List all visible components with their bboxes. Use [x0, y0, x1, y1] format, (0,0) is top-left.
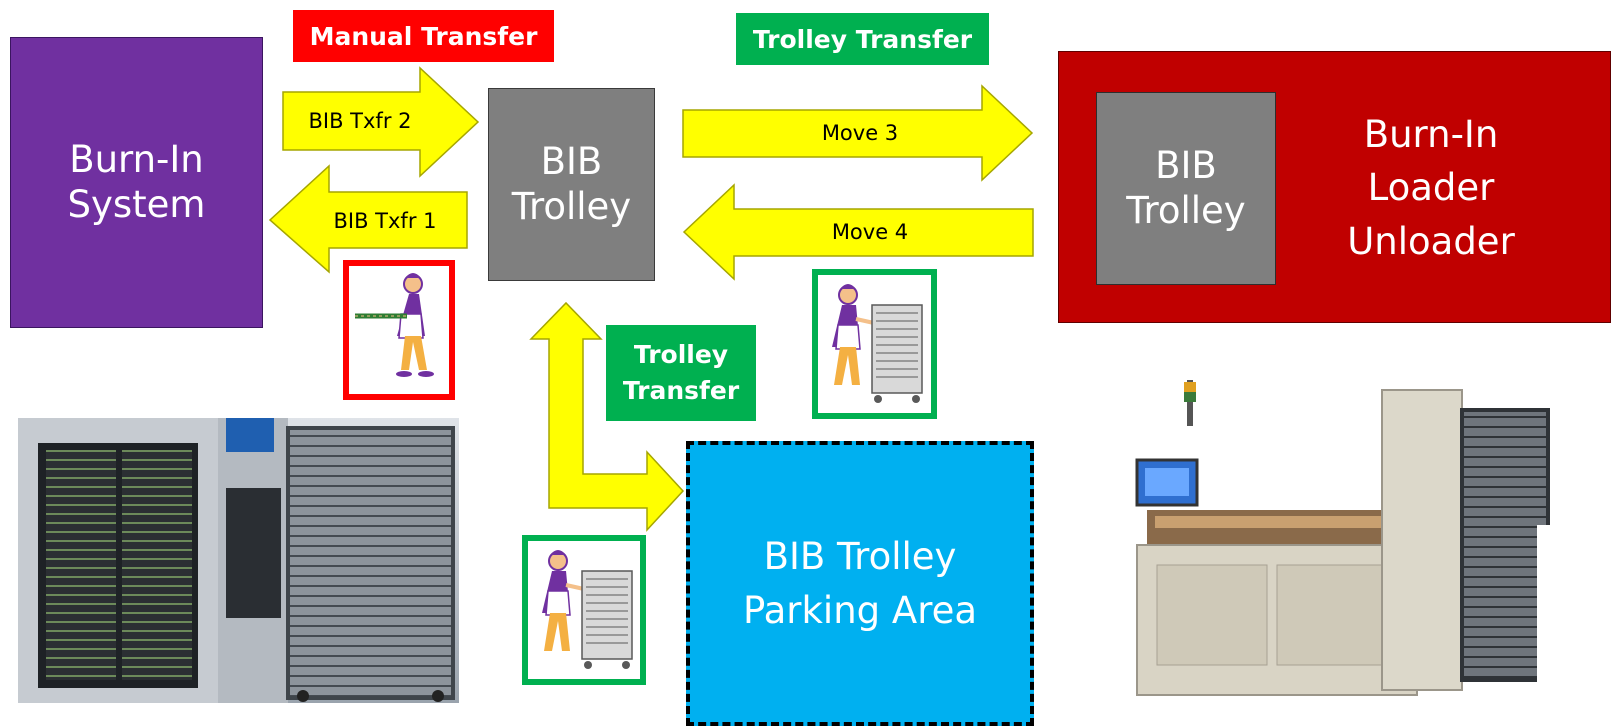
arrow-move-4: [682, 183, 1034, 281]
arrow-trolley-to-parking: [529, 301, 685, 532]
bib-trolley-center-box: BIB Trolley: [488, 88, 655, 281]
arrow-bib-txfr-2: [282, 66, 480, 178]
worker-pushing-trolley-icon: [522, 535, 646, 685]
loader-unloader-box: BIB Trolley Burn-In Loader Unloader: [1058, 51, 1611, 323]
burn-in-system-box: Burn-In System: [10, 37, 263, 328]
arrow-label-move-3: Move 3: [821, 121, 899, 145]
parking-area-box: BIB Trolley Parking Area: [686, 441, 1034, 726]
burn-in-system-photo: [18, 418, 459, 703]
loader-unloader-label: Burn-In Loader Unloader: [1347, 112, 1515, 263]
trolley-transfer-tag-top: Trolley Transfer: [736, 13, 989, 65]
worker-carrying-board-icon: [343, 260, 455, 400]
arrow-label-move-4: Move 4: [831, 220, 909, 244]
loader-unloader-photo: [1127, 380, 1591, 705]
arrow-label-bib-txfr-2: BIB Txfr 2: [308, 109, 412, 133]
manual-transfer-tag: Manual Transfer: [293, 10, 554, 62]
arrow-move-3: [682, 84, 1034, 182]
bib-trolley-inner-box: BIB Trolley: [1096, 92, 1276, 285]
trolley-transfer-tag-middle: Trolley Transfer: [606, 325, 756, 421]
arrow-bib-txfr-1: [268, 164, 468, 274]
worker-pushing-trolley-icon: [812, 269, 937, 419]
arrow-label-bib-txfr-1: BIB Txfr 1: [333, 209, 437, 233]
